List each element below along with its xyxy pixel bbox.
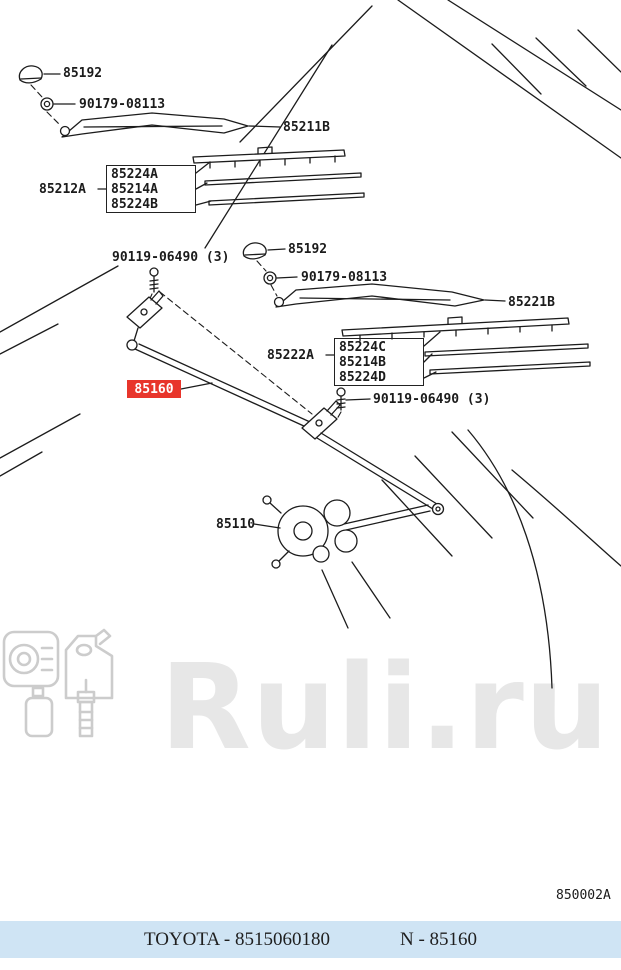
bolt-icon-1 — [149, 267, 159, 293]
part-label-85160-highlighted: 85160 — [127, 380, 181, 398]
watermark-icons — [2, 628, 114, 738]
wiper-motor-drawing — [253, 495, 431, 569]
wiper-arm-1-drawing — [59, 112, 281, 138]
part-row-85214B: 85214B — [339, 355, 386, 370]
part-group-box-85212A: 85224A 85214A 85224B — [106, 165, 196, 213]
part-row-85224B: 85224B — [111, 197, 158, 212]
wiper-linkage-drawing — [126, 290, 445, 516]
bolt-icon-2 — [336, 387, 371, 411]
part-row-85224A: 85224A — [111, 167, 158, 182]
footer-right-text: N - 85160 — [399, 928, 478, 950]
car-body-lines — [0, 0, 621, 689]
footer-bar: TOYOTA - 8515060180 N - 85160 — [0, 921, 621, 958]
watermark-text: Ruli.ru — [160, 638, 610, 776]
group-box-connectors — [97, 188, 335, 356]
part-group-box-85222A: 85224C 85214B 85224D — [334, 338, 424, 386]
nut-icon-1 — [40, 97, 76, 111]
footer-left-text: TOYOTA - 8515060180 — [143, 928, 330, 950]
part-row-85214A: 85214A — [111, 182, 158, 197]
oil-canister-icon — [64, 628, 114, 700]
headlight-icon — [2, 630, 60, 688]
part-row-85224D: 85224D — [339, 370, 386, 385]
part-label-85211B: 85211B — [283, 120, 330, 135]
wiper-blade-1-drawing — [192, 146, 365, 206]
part-label-90179-08113-mid: 90179-08113 — [301, 270, 388, 285]
shock-absorber-icon — [76, 678, 96, 738]
part-row-85224C: 85224C — [339, 340, 386, 355]
part-label-85221B: 85221B — [508, 295, 555, 310]
wiper-arm-2-drawing — [273, 283, 506, 308]
bottle-icon — [24, 686, 54, 738]
nut-icon-2 — [263, 271, 298, 285]
diagram-code: 850002A — [556, 888, 611, 903]
wiper-blade-2-drawing — [341, 316, 591, 379]
dashed-leader-lines — [30, 84, 342, 420]
part-label-85192-top: 85192 — [63, 66, 103, 81]
part-label-85110: 85110 — [216, 517, 256, 532]
part-label-90119-06490-bottom: 90119-06490 (3) — [373, 392, 491, 407]
pivot-cap-icon-2 — [242, 242, 286, 260]
part-label-85192-mid: 85192 — [288, 242, 328, 257]
part-label-85222A: 85222A — [267, 348, 314, 363]
part-label-90119-06490-top: 90119-06490 (3) — [112, 250, 230, 265]
part-label-85212A: 85212A — [39, 182, 86, 197]
pivot-cap-icon-1 — [18, 65, 61, 84]
part-label-90179-08113-top: 90179-08113 — [79, 97, 166, 112]
